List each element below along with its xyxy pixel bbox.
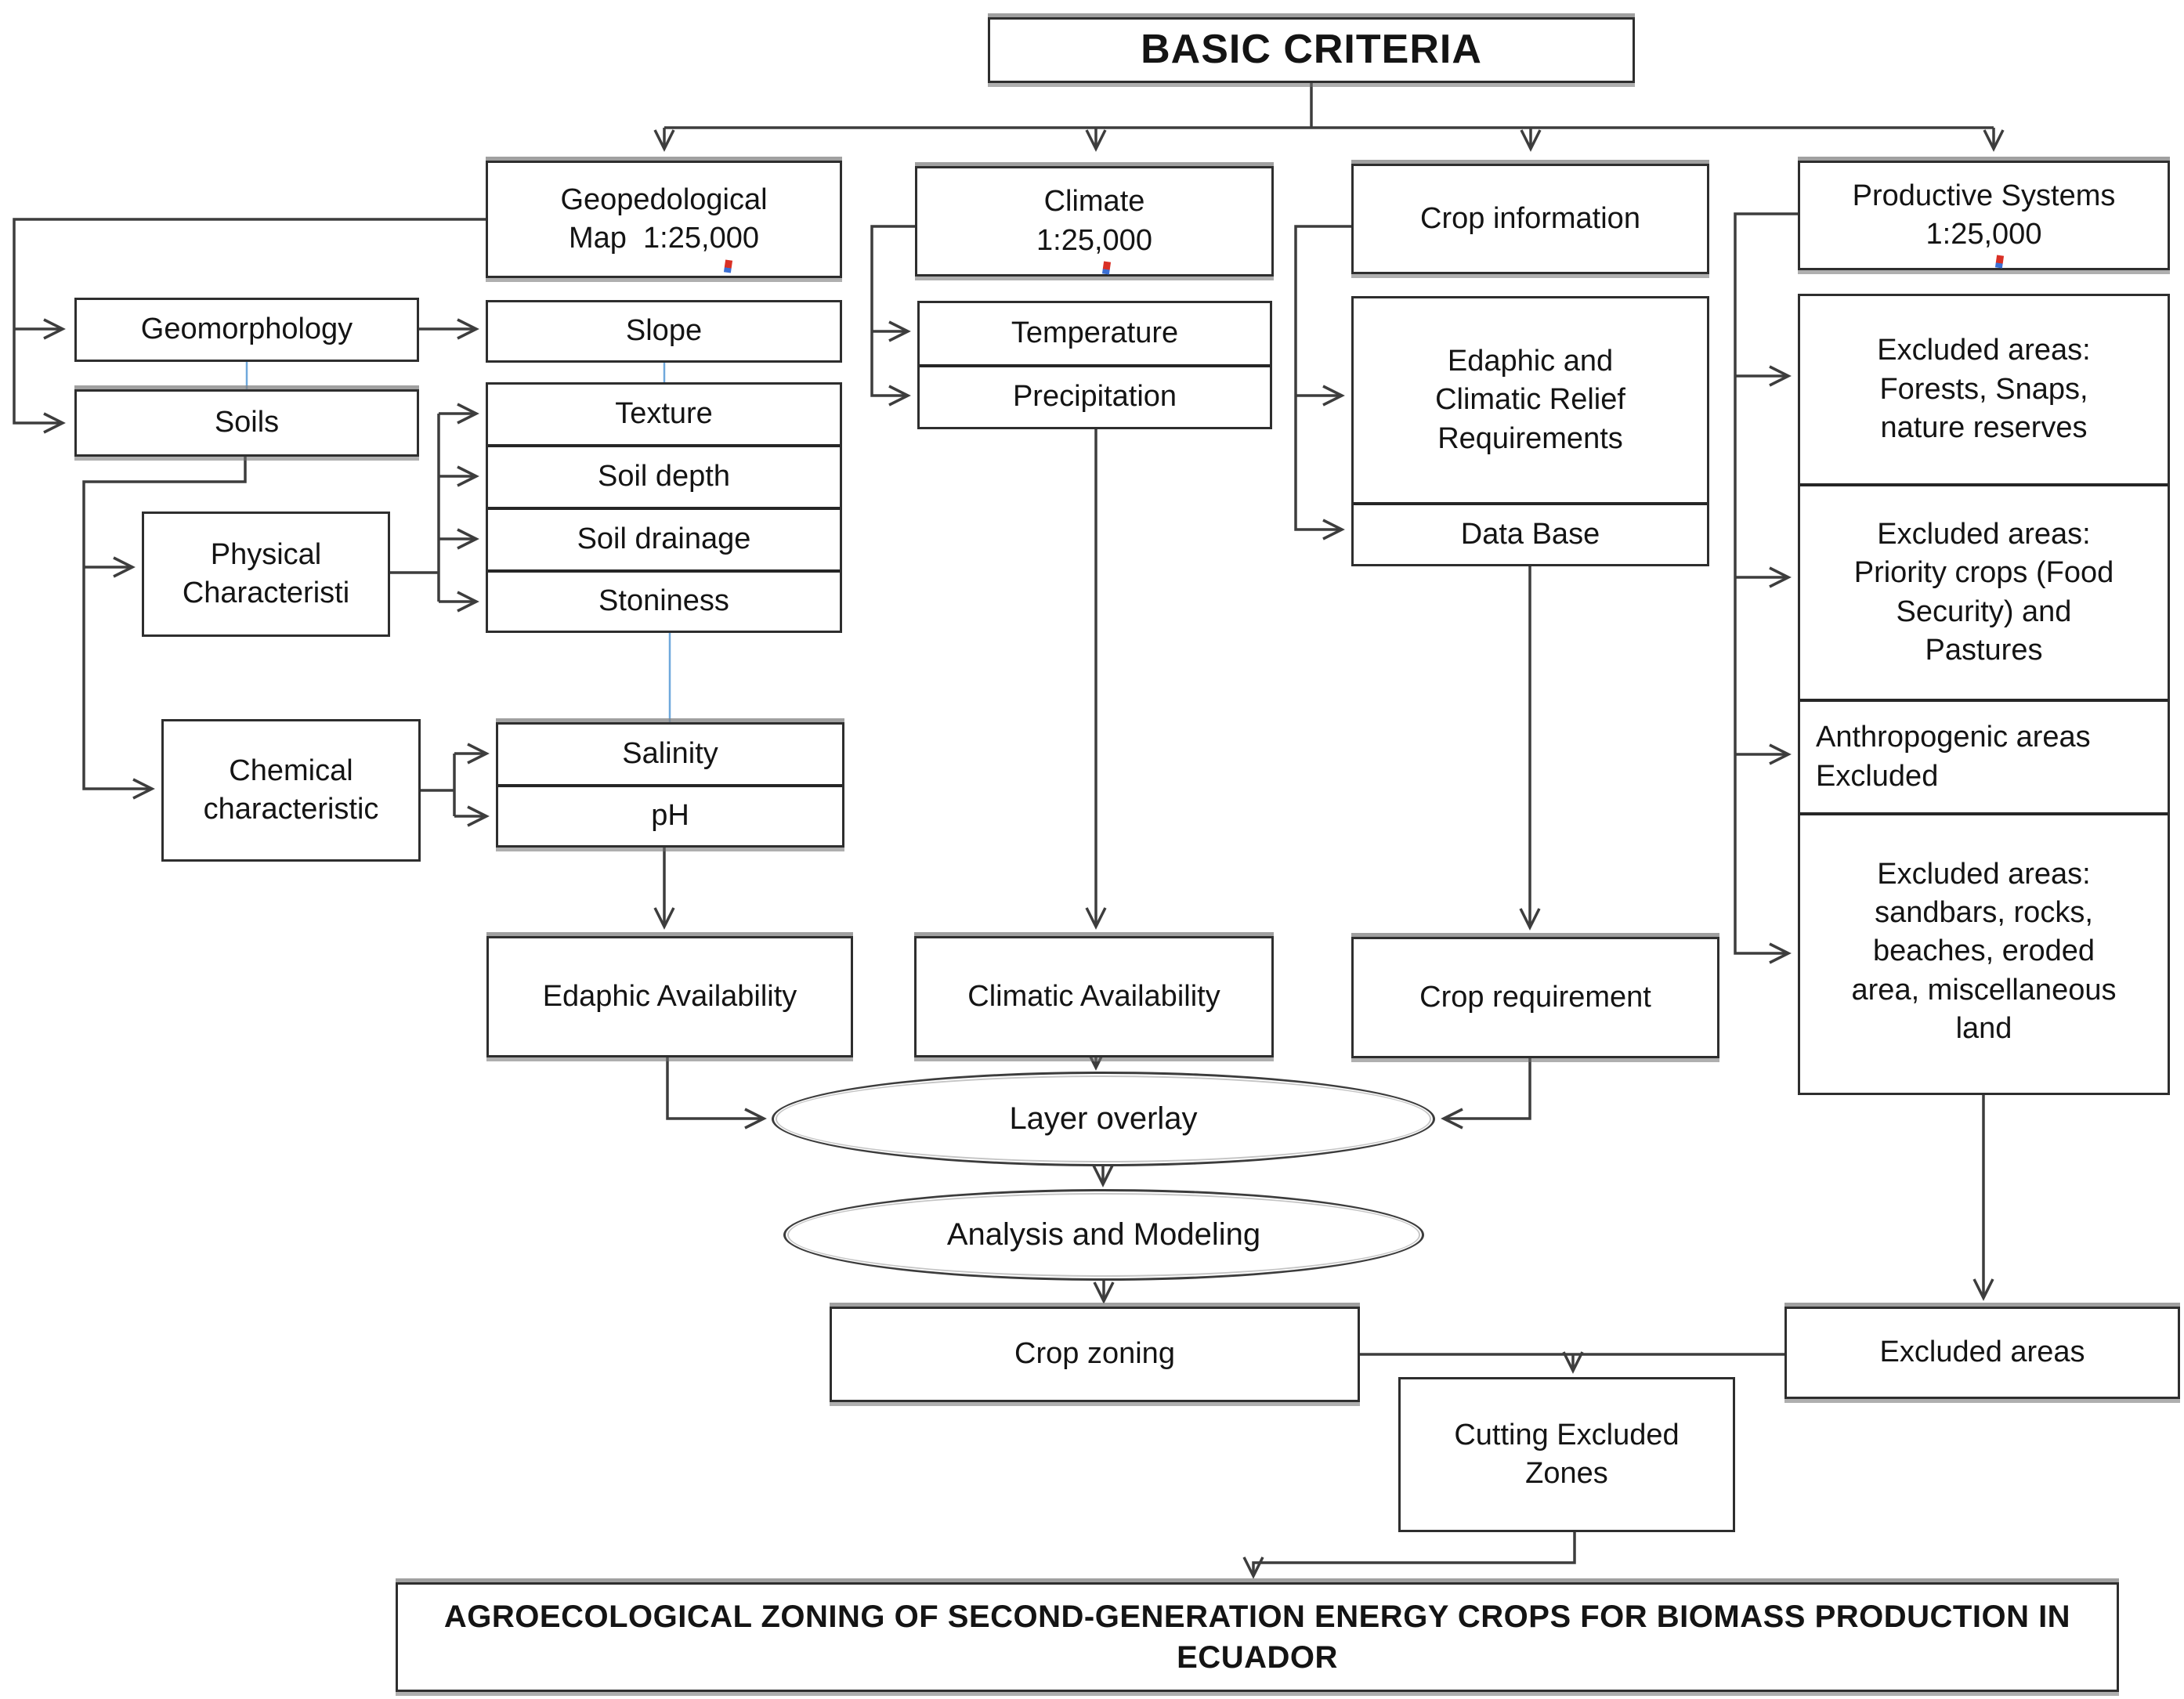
salinity-label: Salinity [622,737,718,771]
edge-cutting-to-banner [1242,1532,1576,1579]
edge-productive-bracket [1734,212,1798,964]
edge-trunk [664,83,1994,129]
crop-information-label: Crop information [1420,201,1640,235]
node-soils: Soils [74,389,419,457]
node-salinity: Salinity [498,725,842,787]
node-edaphic-availability: Edaphic Availability [486,936,853,1057]
edge-chemical-stem [421,754,456,816]
precipitation-label: Precipitation [1012,380,1177,414]
edge-edaphic-to-overlay [666,1057,767,1130]
productive-systems-label: Productive Systems 1:25,000 [1852,179,2116,251]
node-productive-systems: Productive Systems 1:25,000 [1798,161,2170,270]
node-physical-characteristics: Physical Characteristi [142,512,390,637]
data-base-label: Data Base [1460,517,1600,551]
texture-label: Texture [615,397,713,431]
layer-overlay-label: Layer overlay [1009,1101,1198,1136]
cutting-excluded-label: Cutting Excluded Zones [1454,1418,1680,1490]
geomorphology-label: Geomorphology [140,313,353,346]
node-climatic-availability: Climatic Availability [914,936,1274,1057]
node-crop-information: Crop information [1351,164,1709,274]
edaphic-availability-label: Edaphic Availability [542,979,797,1013]
edge-cropreq-to-overlay [1441,1058,1531,1130]
node-precipitation: Precipitation [920,367,1270,427]
node-requirements-database: Edaphic and Climatic Relief Requirements… [1351,296,1709,566]
node-excluded-priority-crops: Excluded areas: Priority crops (Food Sec… [1800,486,2168,702]
node-slope: Slope [486,300,842,363]
soil-drainage-label: Soil drainage [577,522,751,556]
soils-label: Soils [214,406,280,439]
node-data-base: Data Base [1354,505,1707,564]
node-cutting-excluded-zones: Cutting Excluded Zones [1398,1377,1735,1532]
node-temperature: Temperature [920,303,1270,367]
node-climate: Climate 1:25,000 [915,166,1274,277]
node-excluded-areas: Excluded areas [1784,1307,2180,1399]
edge-physical-stem [390,414,440,602]
node-soil-depth: Soil depth [488,447,840,510]
node-geomorphology: Geomorphology [74,298,419,362]
node-texture: Texture [488,385,840,447]
node-chemical-characteristics: Chemical characteristic [161,719,421,862]
node-layer-overlay: Layer overlay [772,1072,1435,1166]
soil-depth-label: Soil depth [597,460,730,493]
node-soil-properties: Texture Soil depth Soil drainage Stonine… [486,382,842,633]
geopedological-map-label: Geopedological Map 1:25,000 [560,183,768,255]
node-analysis-modeling: Analysis and Modeling [783,1189,1424,1281]
basic-criteria-label: BASIC CRITERIA [1141,27,1482,73]
node-final-banner: AGROECOLOGICAL ZONING OF SECOND-GENERATI… [396,1582,2119,1692]
climatic-availability-label: Climatic Availability [967,979,1220,1013]
node-temp-precip: Temperature Precipitation [917,301,1272,429]
edge-geo-bracket [13,218,486,434]
excluded-priority-label: Excluded areas: Priority crops (Food Sec… [1853,517,2114,667]
chemical-characteristics-label: Chemical characteristic [203,754,379,826]
temperature-label: Temperature [1011,316,1179,350]
ph-label: pH [651,799,689,833]
node-salinity-ph: Salinity pH [496,722,844,848]
crop-zoning-label: Crop zoning [1014,1337,1175,1371]
node-excluded-stack: Excluded areas: Forests, Snaps, nature r… [1798,294,2170,1095]
node-edaphic-climatic-requirements: Edaphic and Climatic Relief Requirements [1354,298,1707,505]
excluded-misc-label: Excluded areas: sandbars, rocks, beaches… [1851,857,2117,1046]
node-excluded-anthropogenic: Anthropogenic areas Excluded [1800,702,2168,815]
requirements-label: Edaphic and Climatic Relief Requirements [1435,344,1625,455]
node-excluded-misc: Excluded areas: sandbars, rocks, beaches… [1800,815,2168,1088]
excluded-anthropogenic-label: Anthropogenic areas Excluded [1816,721,2091,793]
excluded-areas-label: Excluded areas [1879,1336,2085,1369]
analysis-modeling-label: Analysis and Modeling [946,1217,1261,1252]
node-stoniness: Stoniness [488,573,840,631]
climate-label: Climate 1:25,000 [1036,185,1152,257]
edge-climate-bracket [870,225,915,407]
node-basic-criteria: BASIC CRITERIA [988,17,1635,83]
node-excluded-forests: Excluded areas: Forests, Snaps, nature r… [1800,296,2168,486]
node-crop-zoning: Crop zoning [830,1307,1360,1402]
excluded-forests-label: Excluded areas: Forests, Snaps, nature r… [1877,334,2091,445]
final-banner-label: AGROECOLOGICAL ZONING OF SECOND-GENERATI… [443,1600,2089,1675]
edge-crop-bracket [1294,225,1351,540]
physical-characteristics-label: Physical Characteristi [182,537,350,609]
node-crop-requirement: Crop requirement [1351,937,1719,1058]
edge-soils-branch [82,457,247,800]
node-ph: pH [498,787,842,845]
node-soil-drainage: Soil drainage [488,510,840,573]
node-geopedological-map: Geopedological Map 1:25,000 [486,161,842,278]
stoniness-label: Stoniness [598,584,729,618]
crop-requirement-label: Crop requirement [1419,980,1651,1014]
slope-label: Slope [625,314,703,348]
